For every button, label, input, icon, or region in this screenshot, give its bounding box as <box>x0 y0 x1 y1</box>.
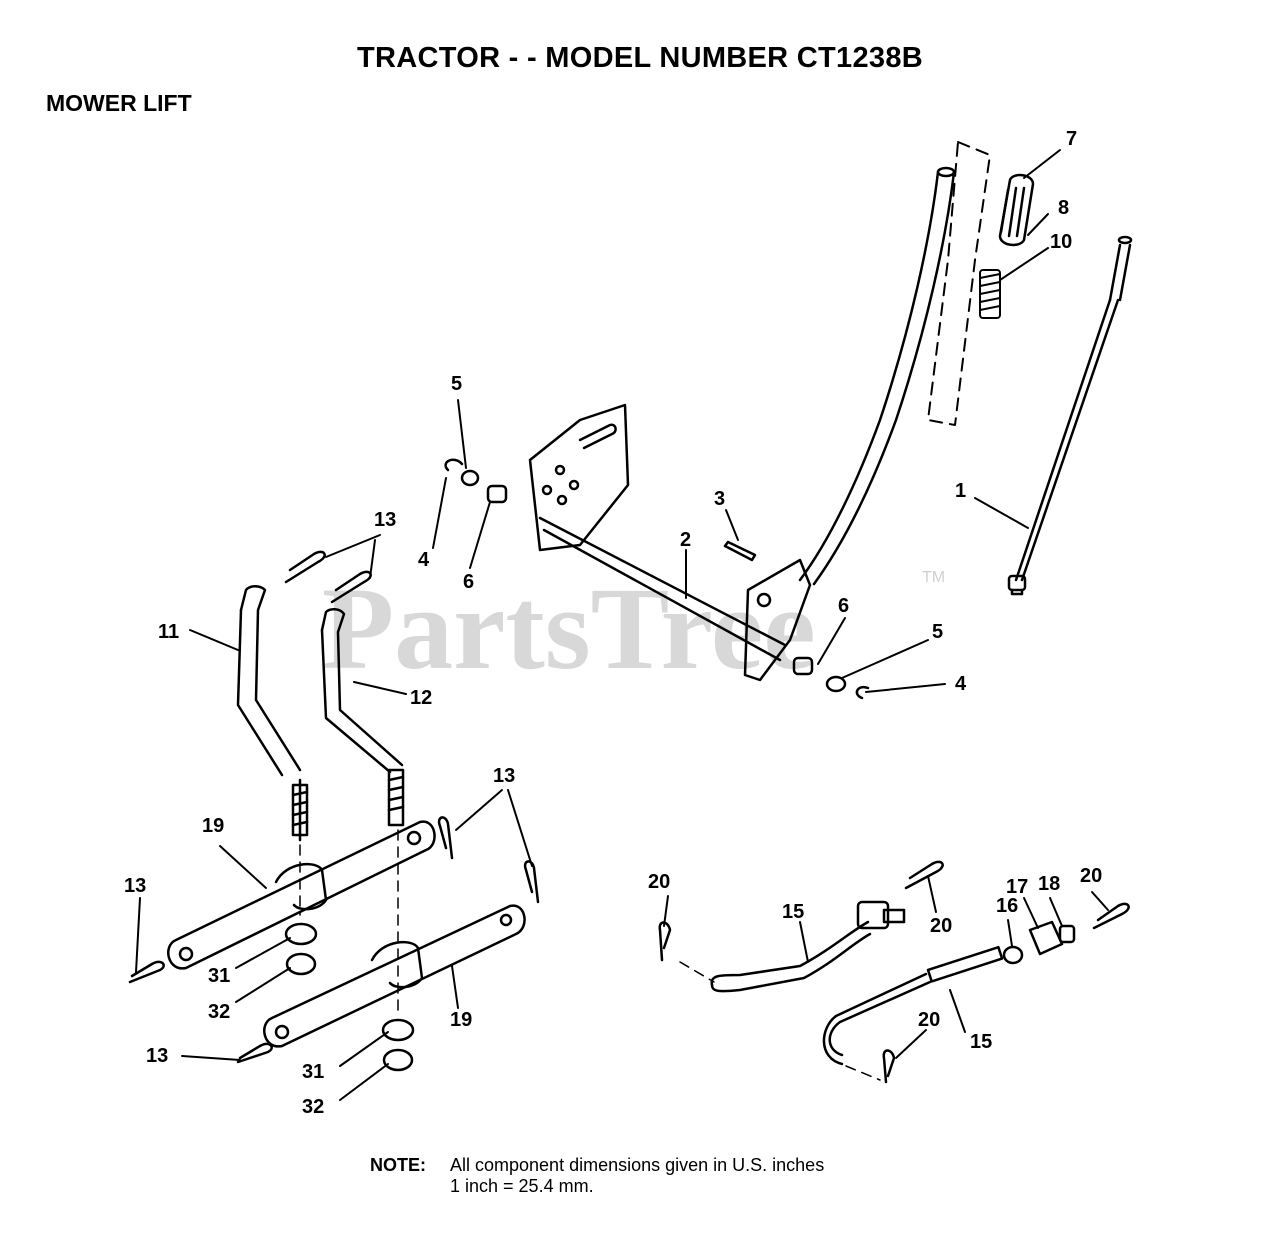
nut-16 <box>1002 945 1024 965</box>
lift-link <box>1007 235 1133 596</box>
part-label-13: 13 <box>146 1045 168 1067</box>
part-label-1: 1 <box>955 480 966 502</box>
part-label-31: 31 <box>302 1061 324 1083</box>
part-label-31: 31 <box>208 965 230 987</box>
part-label-20: 20 <box>918 1009 940 1031</box>
part-label-7: 7 <box>1066 128 1077 150</box>
note-label: NOTE: <box>370 1155 426 1175</box>
part-label-20: 20 <box>930 915 952 937</box>
lift-lever-upper <box>167 820 436 970</box>
part-label-32: 32 <box>302 1096 324 1118</box>
part-label-19: 19 <box>450 1009 472 1031</box>
lift-lever-lower <box>263 904 526 1048</box>
part-label-4: 4 <box>418 549 430 571</box>
part-label-6: 6 <box>838 595 849 617</box>
part-label-18: 18 <box>1038 873 1060 895</box>
hairpin-clip <box>437 816 454 860</box>
page-title: TRACTOR - - MODEL NUMBER CT1238B <box>356 42 923 74</box>
spacer-upper <box>284 922 318 946</box>
hairpin-clip <box>128 960 165 984</box>
lever-outline <box>927 141 991 426</box>
part-label-3: 3 <box>714 488 725 510</box>
hairpin-clip <box>523 860 540 904</box>
lift-arm-11 <box>236 585 309 842</box>
leader-lines <box>135 149 1109 1101</box>
part-label-16: 16 <box>996 895 1018 917</box>
note-line-2: 1 inch = 25.4 mm. <box>450 1176 594 1196</box>
handle-bracket <box>743 558 812 682</box>
lift-arm-12 <box>320 608 405 827</box>
part-label-15: 15 <box>970 1031 992 1053</box>
hairpin-clip <box>284 550 326 584</box>
part-label-6: 6 <box>463 571 474 593</box>
pivot-bracket <box>528 403 630 552</box>
part-label-13: 13 <box>124 875 146 897</box>
hairpin-clip <box>1092 902 1130 930</box>
dimension-note: NOTE: All component dimensions given in U… <box>370 1155 824 1197</box>
part-labels: 7 8 10 1 2 3 5 4 6 13 11 12 6 5 4 13 19 … <box>124 128 1102 1118</box>
part-label-17: 17 <box>1006 876 1028 898</box>
clip-left <box>444 458 464 472</box>
hairpin-clip <box>904 860 944 890</box>
part-label-8: 8 <box>1058 197 1069 219</box>
part-label-13: 13 <box>493 765 515 787</box>
spring <box>979 269 1001 319</box>
hairpin-clip <box>236 1042 273 1064</box>
hairpin-clip <box>658 921 672 962</box>
part-label-12: 12 <box>410 687 432 709</box>
part-label-32: 32 <box>208 1001 230 1023</box>
part-label-19: 19 <box>202 815 224 837</box>
bushing-left <box>486 484 508 504</box>
lift-handle <box>798 166 956 586</box>
grip <box>998 173 1035 247</box>
bushing-18 <box>1058 924 1076 944</box>
part-label-4: 4 <box>955 673 967 695</box>
part-label-15: 15 <box>782 901 804 923</box>
alignment-lines <box>299 829 881 1081</box>
part-label-11: 11 <box>158 621 179 643</box>
part-label-13: 13 <box>374 509 396 531</box>
bushing-right <box>792 656 814 676</box>
spacer-lower <box>381 1018 415 1042</box>
part-label-5: 5 <box>451 373 462 395</box>
clip-right <box>855 685 870 700</box>
nut-upper <box>285 952 317 976</box>
trunnion-17 <box>1028 920 1064 956</box>
lift-link-15-lower <box>822 945 1004 1066</box>
washer-left <box>460 469 480 487</box>
washer-right <box>825 675 847 693</box>
part-label-20: 20 <box>1080 865 1102 887</box>
watermark-text: PartsTree <box>322 563 816 694</box>
part-label-20: 20 <box>648 871 670 893</box>
part-label-10: 10 <box>1050 231 1072 253</box>
section-title: MOWER LIFT <box>46 90 192 116</box>
part-label-5: 5 <box>932 621 943 643</box>
pivot-shaft <box>538 516 787 662</box>
pin <box>723 540 757 562</box>
lift-link-15-upper <box>710 900 906 993</box>
hairpin-clip <box>882 1049 896 1084</box>
note-line-1: All component dimensions given in U.S. i… <box>450 1155 825 1175</box>
nut-lower <box>382 1048 414 1072</box>
part-label-2: 2 <box>680 529 691 551</box>
watermark-trademark: TM <box>922 569 945 586</box>
